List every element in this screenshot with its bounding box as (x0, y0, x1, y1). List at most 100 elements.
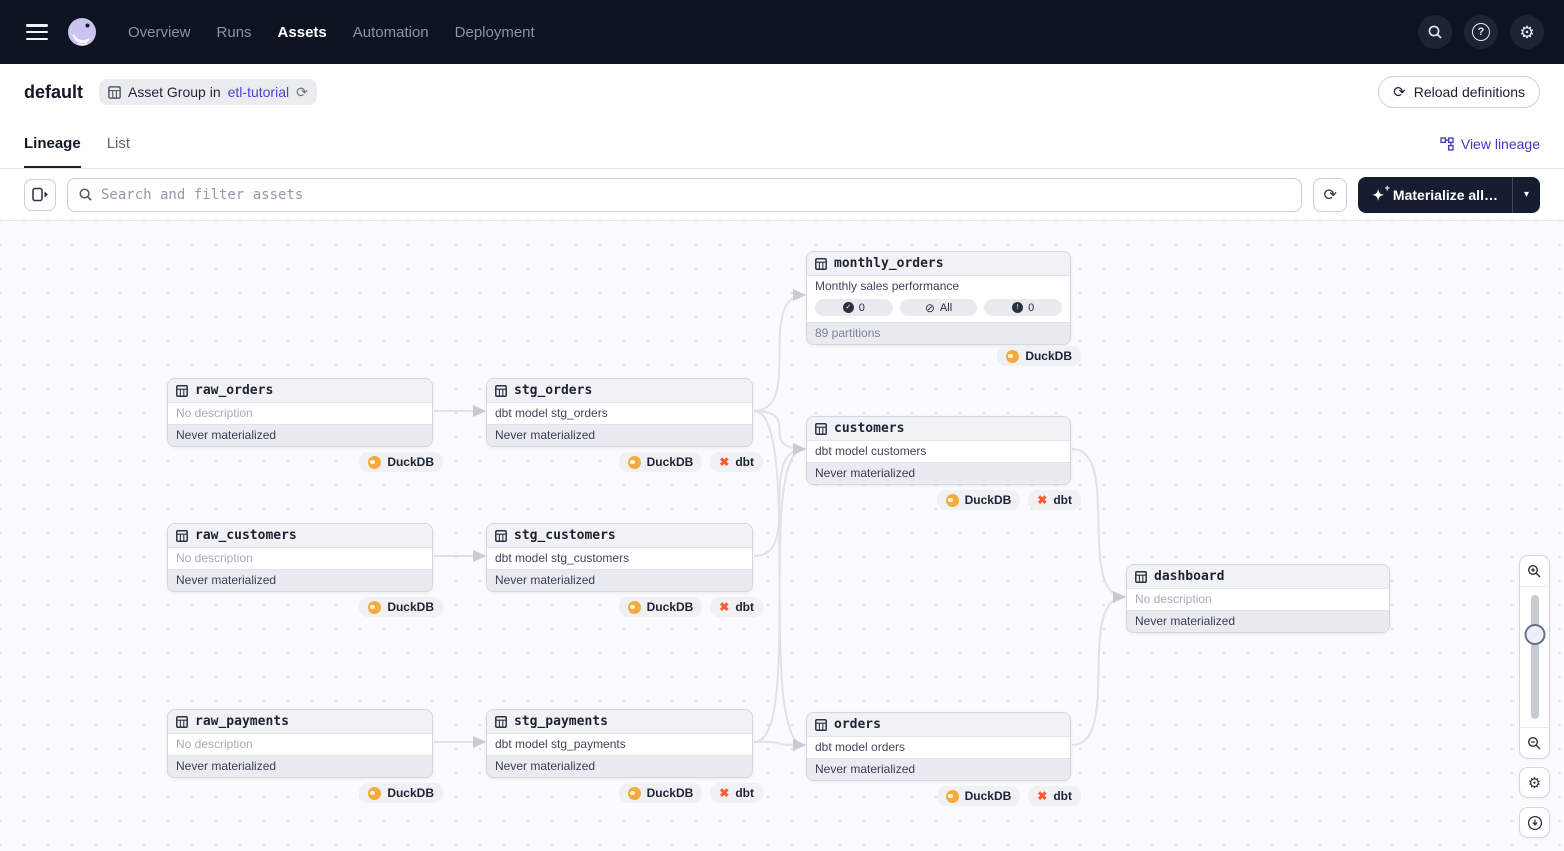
nav-link-runs[interactable]: Runs (216, 23, 252, 41)
nav-icons: ? ⚙ (1418, 15, 1544, 49)
status-pill-slash[interactable]: ⊘All (899, 299, 978, 316)
status-pill-alert[interactable]: !0 (984, 299, 1063, 316)
asset-status: Never materialized (487, 569, 752, 591)
asset-title: raw_orders (195, 383, 274, 398)
asset-badges-stg_payments: DuckDB ✖dbt (486, 783, 763, 803)
tab-lineage[interactable]: Lineage (24, 120, 81, 168)
duckdb-badge[interactable]: DuckDB (618, 783, 703, 803)
tabs-bar: Lineage List View lineage (0, 120, 1564, 169)
page-header: default Asset Group in etl-tutorial ⟳ ⟳ … (0, 64, 1564, 120)
duckdb-badge[interactable]: DuckDB (936, 786, 1021, 806)
dbt-badge[interactable]: ✖dbt (1028, 786, 1081, 806)
nav-link-assets[interactable]: Assets (277, 23, 327, 41)
help-icon: ? (1472, 23, 1490, 41)
status-pill-check[interactable]: ✓0 (815, 299, 893, 316)
dbt-badge[interactable]: ✖dbt (1028, 490, 1081, 510)
dbt-icon: ✖ (1037, 493, 1048, 507)
code-location-link[interactable]: etl-tutorial (227, 84, 290, 100)
view-lineage-label: View lineage (1460, 136, 1540, 152)
refresh-icon[interactable]: ⟳ (296, 84, 308, 100)
dbt-badge[interactable]: ✖dbt (710, 597, 763, 617)
duckdb-badge[interactable]: DuckDB (997, 346, 1081, 366)
lineage-graph-icon (1440, 137, 1454, 151)
edge-customers-to-dashboard (1071, 448, 1126, 603)
table-icon (815, 718, 827, 731)
dbt-icon: ✖ (719, 455, 730, 469)
nav-link-overview[interactable]: Overview (128, 23, 191, 41)
zoom-out-button[interactable] (1520, 728, 1549, 758)
duckdb-badge[interactable]: DuckDB (359, 597, 443, 617)
dagster-logo[interactable] (64, 14, 100, 50)
asset-description: Monthly sales performance (807, 276, 1070, 297)
reload-definitions-button[interactable]: ⟳ Reload definitions (1378, 76, 1540, 108)
asset-title: stg_orders (514, 383, 593, 398)
asset-description: No description (168, 734, 432, 755)
view-lineage-link[interactable]: View lineage (1440, 136, 1540, 152)
asset-badges-stg_customers: DuckDB ✖dbt (486, 597, 763, 617)
expand-sidebar-button[interactable] (24, 178, 56, 211)
tab-list[interactable]: List (106, 134, 131, 152)
asset-status: Never materialized (487, 755, 752, 777)
download-graph-button[interactable] (1519, 807, 1550, 838)
asset-status: Never materialized (168, 755, 432, 777)
duckdb-badge[interactable]: DuckDB (359, 783, 443, 803)
hamburger-menu-icon[interactable] (26, 24, 48, 40)
nav-link-automation[interactable]: Automation (352, 23, 429, 41)
zoom-slider-handle[interactable] (1524, 624, 1545, 645)
asset-title: raw_customers (195, 528, 297, 543)
settings-button[interactable]: ⚙ (1510, 15, 1544, 49)
duckdb-badge[interactable]: DuckDB (618, 597, 703, 617)
graph-settings-button[interactable]: ⚙ (1519, 767, 1550, 798)
dbt-badge[interactable]: ✖dbt (710, 783, 763, 803)
materialize-all-split-button: ✦+ Materialize all… ▾ (1358, 176, 1540, 213)
asset-description: No description (168, 403, 432, 424)
materialize-all-label: Materialize all… (1392, 186, 1498, 203)
zoom-controls (1519, 555, 1550, 759)
search-button[interactable] (1418, 15, 1452, 49)
search-input[interactable] (101, 186, 1292, 203)
chevron-down-icon: ▾ (1523, 189, 1529, 200)
asset-description: No description (1127, 589, 1389, 610)
asset-status: Never materialized (168, 424, 432, 446)
materialize-dropdown-button[interactable]: ▾ (1511, 176, 1540, 213)
zoom-in-button[interactable] (1520, 556, 1549, 586)
dbt-badge[interactable]: ✖dbt (710, 452, 763, 472)
zoom-slider[interactable] (1520, 586, 1549, 728)
duckdb-icon (368, 786, 382, 800)
table-icon (176, 715, 188, 728)
materialize-all-button[interactable]: ✦+ Materialize all… (1358, 177, 1512, 213)
duckdb-badge[interactable]: DuckDB (618, 452, 703, 472)
edge-stg_payments-to-orders (753, 738, 806, 751)
nav-link-deployment[interactable]: Deployment (454, 23, 535, 41)
help-button[interactable]: ? (1464, 15, 1498, 49)
asset-description: dbt model stg_orders (487, 403, 752, 424)
slash-icon: ⊘ (924, 300, 935, 315)
status-pills: ✓0 ⊘All !0 (807, 297, 1070, 322)
edge-stg_orders-to-monthly_orders (753, 289, 806, 412)
duckdb-badge[interactable]: DuckDB (359, 452, 443, 472)
asset-node-header: stg_customers (487, 524, 752, 548)
asset-node-header: raw_orders (168, 379, 432, 403)
refresh-graph-button[interactable]: ⟳ (1313, 177, 1348, 212)
table-icon (815, 422, 827, 435)
table-icon (495, 529, 507, 542)
dbt-icon: ✖ (719, 600, 730, 614)
asset-description: No description (168, 548, 432, 569)
table-icon (815, 257, 827, 270)
refresh-icon: ⟳ (1323, 186, 1337, 204)
duckdb-badge[interactable]: DuckDB (936, 490, 1021, 510)
edge-stg_orders-to-customers (753, 410, 806, 455)
edge-stg_payments-to-customers (753, 443, 806, 743)
asset-group-label: Asset Group in (128, 84, 221, 100)
